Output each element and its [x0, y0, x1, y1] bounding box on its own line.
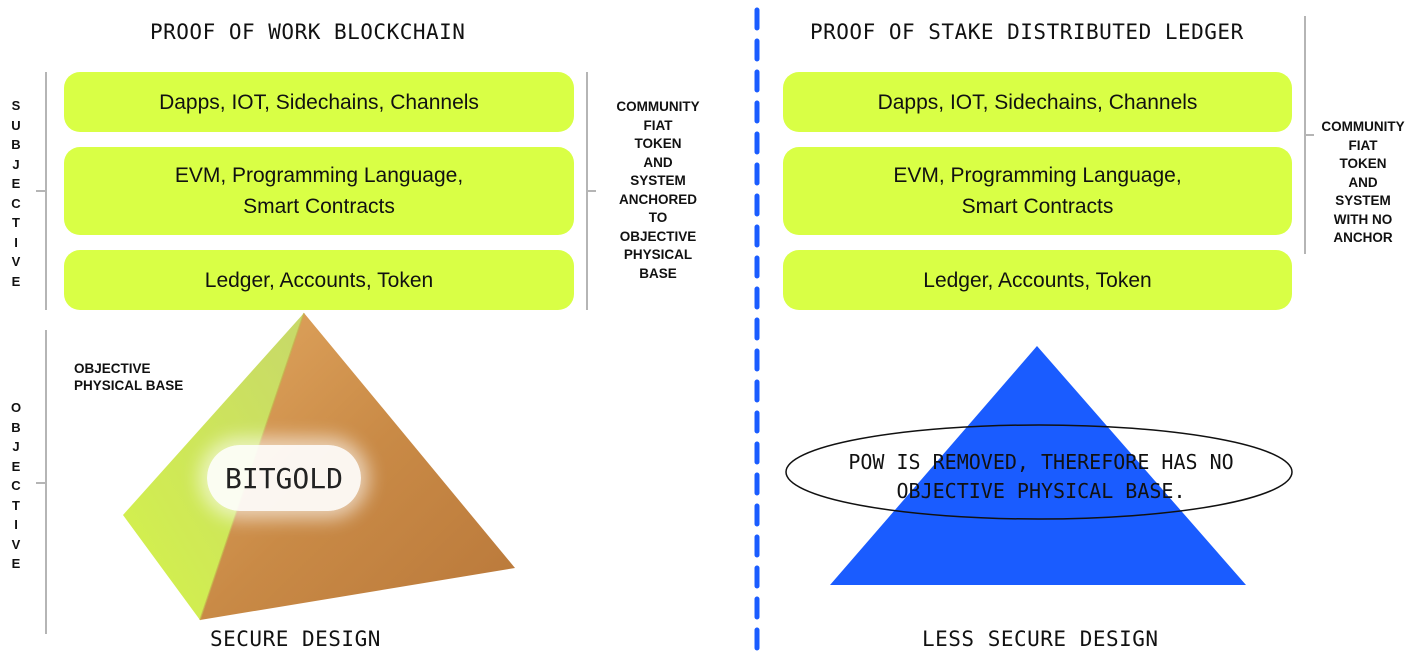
objective-base-label: OBJECTIVE PHYSICAL BASE [74, 361, 184, 393]
right-layer-apps: Dapps, IOT, Sidechains, Channels [783, 72, 1292, 132]
pow-removed-line-2: OBJECTIVE PHYSICAL BASE. [896, 479, 1186, 503]
left-caption: SECURE DESIGN [210, 627, 381, 651]
subjective-bracket-tick [36, 190, 46, 192]
left-layer-ledger: Ledger, Accounts, Token [64, 250, 574, 310]
objective-bracket-tick [36, 482, 46, 484]
left-layer-apps: Dapps, IOT, Sidechains, Channels [64, 72, 574, 132]
pow-removed-line-1: POW IS REMOVED, THEREFORE HAS NO [848, 450, 1234, 474]
right-title: PROOF OF STAKE DISTRIBUTED LEDGER [810, 20, 1244, 44]
left-layer-evm: EVM, Programming Language, Smart Contrac… [64, 147, 574, 235]
anchored-bracket-tick [586, 190, 596, 192]
right-caption: LESS SECURE DESIGN [922, 627, 1159, 651]
right-layer-evm: EVM, Programming Language, Smart Contrac… [783, 147, 1292, 235]
subjective-label: S U B J E C T I V E [11, 98, 21, 289]
bitgold-label: BITGOLD [207, 445, 361, 511]
pow-removed-text: POW IS REMOVED, THEREFORE HAS NO OBJECTI… [786, 448, 1296, 506]
objective-label: O B J E C T I V E [10, 400, 22, 571]
objective-bracket [45, 330, 47, 634]
pos-pyramid [830, 346, 1246, 585]
left-title: PROOF OF WORK BLOCKCHAIN [150, 20, 466, 44]
no-anchor-note: COMMUNITY FIAT TOKEN AND SYSTEM WITH NO … [1321, 119, 1405, 245]
anchored-note: COMMUNITY FIAT TOKEN AND SYSTEM ANCHORED… [616, 99, 700, 281]
subjective-bracket [45, 72, 47, 310]
pow-removed-ellipse [785, 424, 1293, 520]
no-anchor-bracket-tick [1304, 134, 1314, 136]
right-layer-ledger: Ledger, Accounts, Token [783, 250, 1292, 310]
